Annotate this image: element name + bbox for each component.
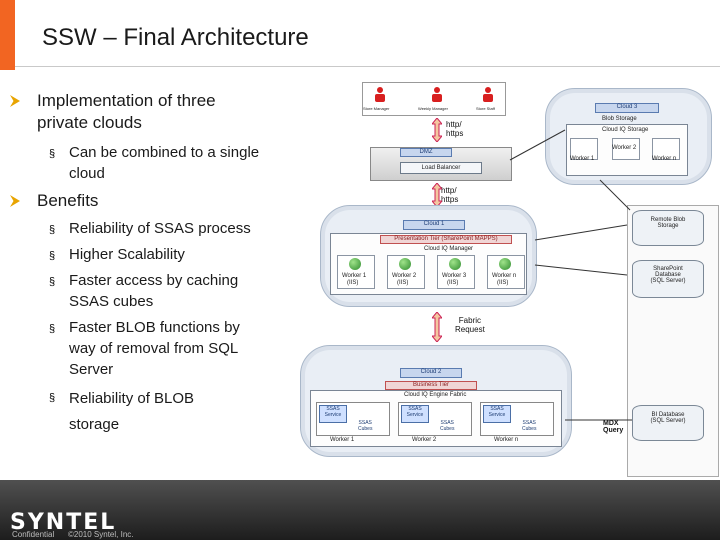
dmz-tag: DMZ <box>400 148 452 157</box>
user-icon <box>480 86 496 104</box>
worker-label: Worker 1 <box>342 273 367 279</box>
footer-confidential: Confidential <box>12 530 55 539</box>
bi-database-cylinder: BI Database(SQL Server) <box>632 405 704 441</box>
arrow-bullet-icon <box>10 195 20 207</box>
iis-label: (IIS) <box>497 280 509 286</box>
server-status-icon <box>349 258 361 270</box>
storage-worker <box>652 138 680 160</box>
title-accent-bar <box>0 0 15 70</box>
cloud-1-label: Cloud 1 <box>403 220 465 230</box>
user-label: Store Staff <box>476 106 495 111</box>
storage-worker <box>570 138 598 160</box>
server-status-icon <box>499 258 511 270</box>
bullet-text: Implementation of three private clouds <box>37 91 216 132</box>
server-status-icon <box>399 258 411 270</box>
square-bullet-icon: § <box>49 276 56 288</box>
iis-label: (IIS) <box>447 280 459 286</box>
square-bullet-icon: § <box>49 323 56 335</box>
title-divider <box>15 66 720 67</box>
protocol-label: http/https <box>441 186 459 204</box>
arrow-bullet-icon <box>10 95 20 107</box>
connector-lines <box>509 129 632 421</box>
worker-label: Worker 2 <box>612 145 637 151</box>
presentation-tier-label: Presentation Tier (SharePoint MAPPS) <box>380 235 512 244</box>
user-icon <box>372 86 388 104</box>
iis-label: (IIS) <box>397 280 409 286</box>
worker-label: Worker n <box>652 156 677 162</box>
server-status-icon <box>449 258 461 270</box>
load-balancer-label: Load Balancer <box>400 162 482 174</box>
footer-bar <box>0 480 720 540</box>
square-bullet-icon: § <box>49 392 56 404</box>
worker-label: Worker n <box>492 273 517 279</box>
business-tier-label: Business Tier <box>385 381 477 390</box>
sub-bullet-text: Higher Scalability <box>69 246 185 263</box>
web-worker <box>437 255 475 289</box>
worker-label: Worker 2 <box>392 273 417 279</box>
iis-label: (IIS) <box>347 280 359 286</box>
user-icon <box>429 86 445 104</box>
cloud-2-label: Cloud 2 <box>400 368 462 378</box>
syntel-logo: SYNTEL <box>10 510 117 535</box>
square-bullet-icon: § <box>49 224 56 236</box>
arrow-icon <box>430 117 444 143</box>
worker-label: Worker 1 <box>330 437 355 443</box>
user-label: Weekly Manager <box>418 106 448 111</box>
sub-bullet-text: Reliability of SSAS process <box>69 220 251 237</box>
worker-label: Worker 1 <box>570 156 595 162</box>
protocol-label: http/https <box>446 120 464 138</box>
square-bullet-icon: § <box>49 250 56 262</box>
worker-label: Worker 3 <box>442 273 467 279</box>
cloud-iq-manager-label: Cloud IQ Manager <box>424 246 474 252</box>
worker-label: Worker 2 <box>412 437 437 443</box>
bullet-heading-benefits: Benefits <box>37 191 99 210</box>
blob-storage-label: Blob Storage <box>602 116 637 122</box>
square-bullet-icon: § <box>49 148 56 160</box>
user-label: Store Manager <box>363 106 390 111</box>
engine-fabric-label: Cloud IQ Engine Fabric <box>404 392 467 398</box>
sub-bullet-text: Can be combined to a single cloud <box>69 144 260 182</box>
footer-copyright: ©2010 Syntel, Inc. <box>68 530 134 539</box>
cloud-iq-storage-label: Cloud IQ Storage <box>602 127 649 133</box>
web-worker <box>487 255 525 289</box>
worker-label: Worker n <box>494 437 519 443</box>
storage-worker <box>612 138 640 160</box>
slide-title: SSW – Final Architecture <box>42 24 309 51</box>
cloud-3-label: Cloud 3 <box>595 103 659 113</box>
arrow-icon <box>430 311 444 343</box>
